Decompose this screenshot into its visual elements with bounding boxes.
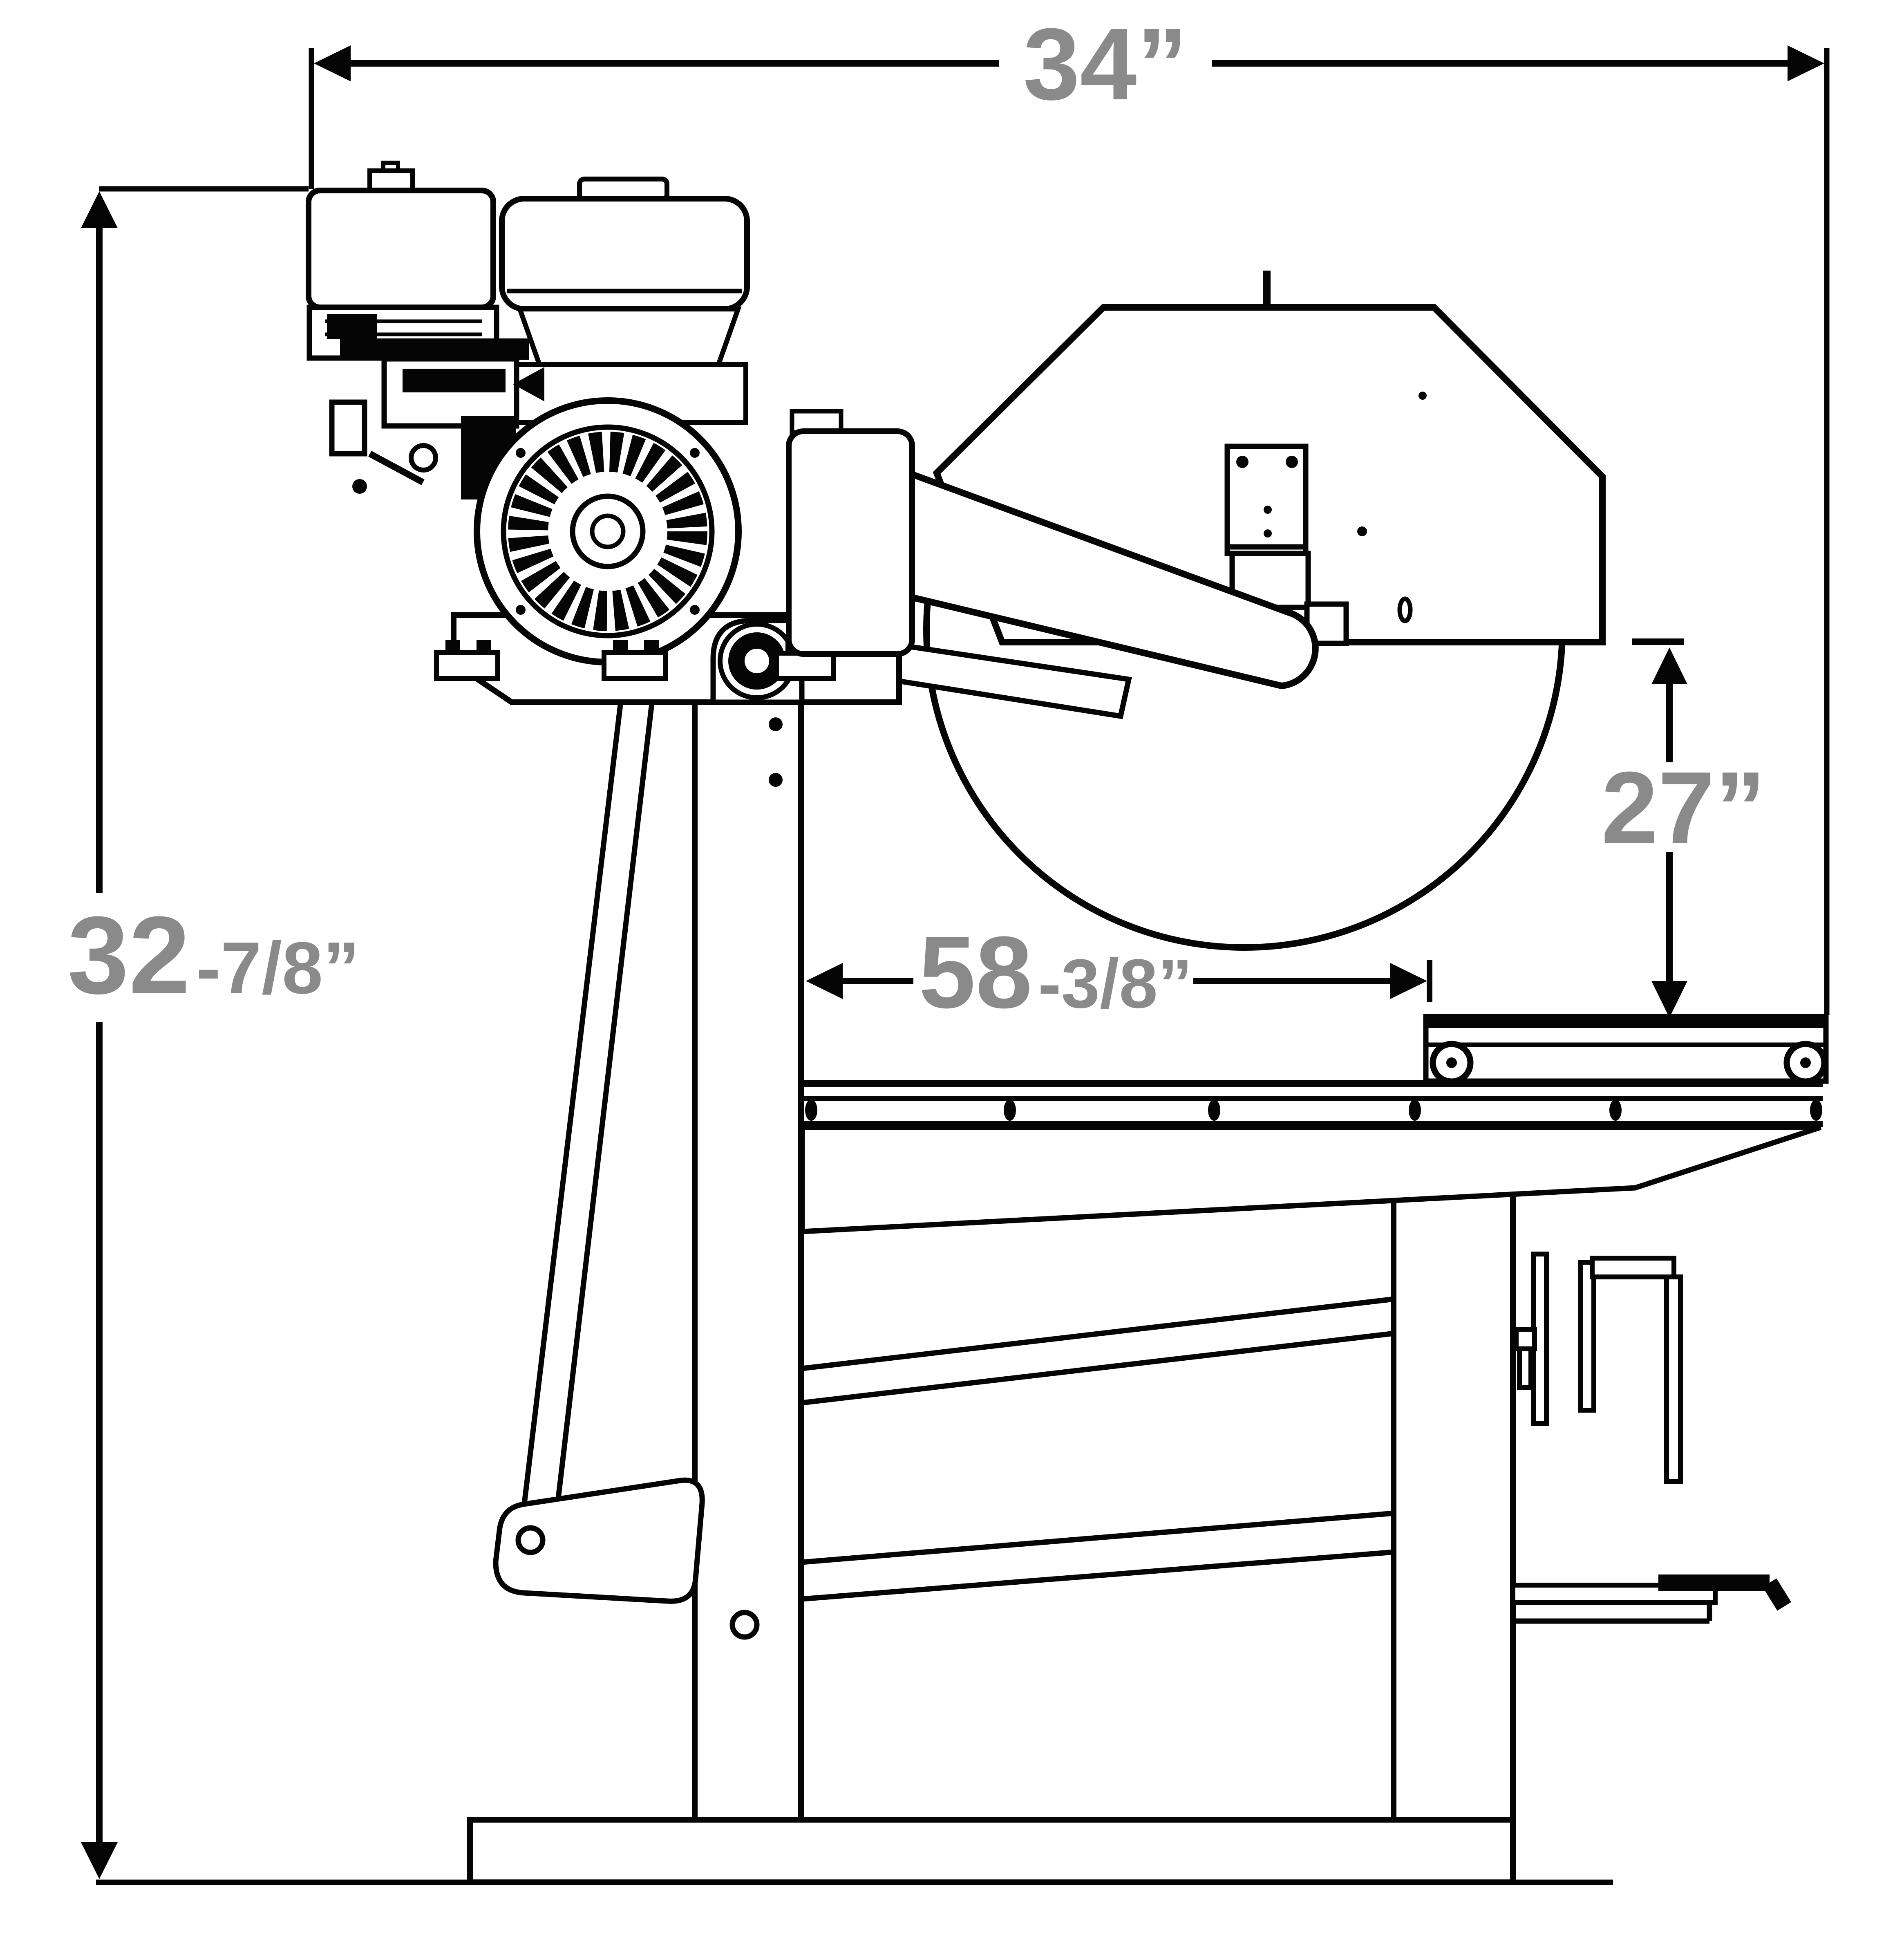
base-plate: [467, 1817, 1516, 1885]
lever: [513, 367, 544, 401]
rail-bolt-hole: [805, 1100, 817, 1121]
linkage-bar: [340, 338, 529, 360]
arrowhead-down-icon: [81, 1842, 118, 1879]
dimension-blade-clearance: 27”: [1601, 638, 1766, 1018]
arrowhead-up-icon: [81, 191, 118, 228]
engine-foot: [434, 650, 500, 681]
engine-output-cover: [786, 409, 915, 657]
tray-bar: [1510, 1583, 1718, 1605]
guard-rivet: [1357, 526, 1367, 536]
arrowhead-left-icon: [314, 45, 351, 81]
cross-rail-lower-top: [801, 1510, 1395, 1565]
frame-cross-rails: [801, 1296, 1395, 1602]
cart-roller-left-axle: [1446, 1057, 1457, 1068]
brace-foot-bolt-hole: [515, 1525, 546, 1555]
brace-bar: [517, 620, 664, 1550]
column-bolt-hole: [769, 717, 783, 731]
crank-top-arm: [1590, 1256, 1676, 1279]
arrowhead-left-icon: [806, 963, 843, 999]
engine-foot: [774, 651, 836, 681]
arrowhead-right-icon: [1390, 963, 1427, 999]
linkage-pivot: [409, 443, 438, 473]
side-tray-bracket: [1510, 1574, 1791, 1624]
height-crank-assembly: [1514, 1252, 1683, 1484]
fan-fins: [508, 432, 707, 631]
fuel-tank-lower: [516, 307, 742, 367]
rail-bolt-hole: [1409, 1100, 1421, 1121]
cross-rail-upper-top: [801, 1296, 1395, 1371]
dimension-overall-height: 32 -7/8”: [67, 186, 360, 1879]
cross-rail-lower-bottom: [801, 1549, 1395, 1602]
fan-shroud-ring: [501, 424, 715, 638]
blade-clearance-label: 27”: [1601, 750, 1766, 864]
base: [96, 1817, 1613, 1885]
throttle-rod: [368, 450, 425, 486]
cross-rail-upper-bottom: [801, 1330, 1395, 1406]
muffler-box: [306, 188, 496, 310]
housing-bolt: [690, 448, 700, 458]
rail-bolt-hole: [1004, 1100, 1016, 1121]
right-leg: [1391, 1191, 1516, 1825]
fan-hub-bore: [590, 513, 626, 549]
overall-width-label: 34”: [1023, 7, 1188, 121]
bracket-bolt: [1236, 456, 1248, 468]
pedestal-column-body: [692, 697, 804, 1825]
carburetor-detail: [403, 369, 506, 392]
cart-top-plate: [1426, 1017, 1826, 1028]
overall-height-label-fraction: -7/8”: [196, 927, 360, 1009]
arrowhead-right-icon: [1788, 45, 1824, 81]
pivot-housing: [710, 618, 805, 705]
cutting-cart: [1423, 1014, 1829, 1085]
dimension-overall-width: 34”: [309, 7, 1830, 1015]
table-travel-label-main: 58: [919, 915, 1032, 1029]
flywheel-fan: [474, 397, 742, 665]
crank-grip: [1664, 1274, 1683, 1484]
rail-bolt-hole: [1810, 1100, 1822, 1121]
conveyor-rail: [802, 1080, 1823, 1127]
cover-body: [786, 428, 915, 657]
guard-mount-bracket: [1224, 443, 1349, 646]
overall-height-label-main: 32: [67, 894, 190, 1017]
linkage-bolt: [352, 479, 367, 494]
guard-rivet: [1418, 392, 1427, 400]
rail-bolt-hole: [1609, 1100, 1622, 1121]
pedestal-column: [692, 697, 804, 1825]
housing-bolt: [516, 605, 526, 615]
table-travel-label-fraction: -3/8”: [1038, 945, 1193, 1023]
column-pin-hole: [729, 1610, 760, 1640]
frame-apron: [799, 1124, 1822, 1234]
column-bolt-hole: [769, 773, 783, 787]
housing-bolt: [690, 605, 700, 615]
bracket-bolt: [1264, 506, 1272, 514]
engine-assembly: [306, 161, 902, 705]
housing-bolt: [516, 448, 526, 458]
diagonal-brace: [493, 620, 705, 1604]
choke-plate: [329, 399, 367, 457]
tray-guide-bar-tip: [1763, 1578, 1791, 1611]
bracket-bolt: [1264, 529, 1272, 538]
crank-arm: [1578, 1260, 1596, 1413]
dimension-table-travel: 58 -3/8”: [806, 915, 1432, 1029]
crank-shaft-key: [1517, 1346, 1533, 1390]
engine-feet: [434, 640, 836, 681]
belt-guard-tube: [855, 450, 1319, 690]
fan-hub: [570, 493, 646, 569]
arrowhead-up-icon: [1651, 647, 1687, 684]
brace-foot-plate: [493, 1477, 705, 1604]
bracket-bolt: [1286, 456, 1298, 468]
cart-roller-right-axle: [1800, 1057, 1811, 1068]
engine-foot: [602, 650, 668, 681]
arrowhead-down-icon: [1651, 981, 1687, 1018]
rail-bolt-hole: [1208, 1100, 1220, 1121]
guard-slot: [1397, 596, 1413, 623]
kill-switch: [327, 314, 377, 339]
crank-shaft-hub: [1514, 1327, 1537, 1351]
